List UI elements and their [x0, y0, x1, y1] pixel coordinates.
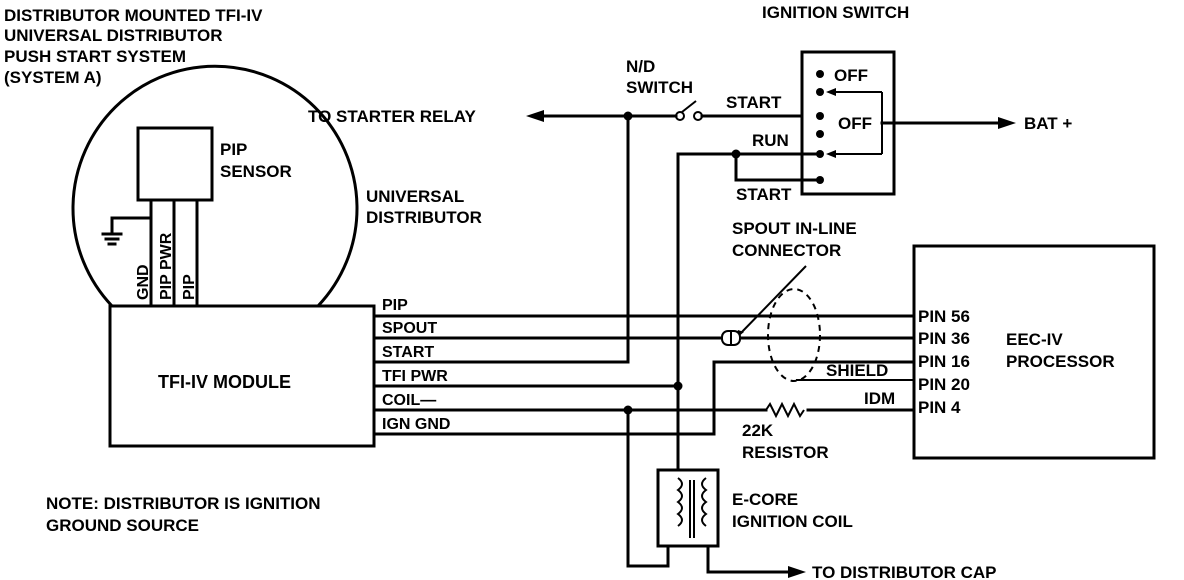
title-line-2: UNIVERSAL DISTRIBUTOR — [4, 26, 223, 45]
module-pin-ign-gnd: IGN GND — [382, 416, 450, 433]
bat-label: BAT + — [1024, 114, 1072, 133]
title-line-3: PUSH START SYSTEM — [4, 47, 186, 66]
switch-start-label-2: START — [736, 185, 792, 204]
gnd-wire-label: GND — [135, 264, 152, 300]
module-pin-pip: PIP — [382, 297, 408, 314]
spout-connector-label-1: SPOUT IN-LINE — [732, 219, 857, 238]
resistor-label-2: RESISTOR — [742, 443, 829, 462]
processor-pin-20: PIN 20 — [918, 375, 970, 394]
note-line-1: NOTE: DISTRIBUTOR IS IGNITION — [46, 494, 321, 513]
coil-winding-icon — [676, 477, 708, 538]
switch-start-label: START — [726, 93, 782, 112]
switch-position-off-2: OFF — [838, 114, 872, 133]
ignition-switch-title: IGNITION SWITCH — [762, 3, 909, 22]
processor-pin-16: PIN 16 — [918, 352, 970, 371]
nd-switch-contact-icon — [675, 100, 703, 121]
title-line-4: (SYSTEM A) — [4, 68, 102, 87]
pip-sensor-label-2: SENSOR — [220, 162, 292, 181]
note-line-2: GROUND SOURCE — [46, 516, 199, 535]
processor-pin-36: PIN 36 — [918, 329, 970, 348]
nd-switch-label-2: SWITCH — [626, 78, 693, 97]
junction-dot — [623, 405, 633, 415]
processor-label-1: EEC-IV — [1006, 330, 1063, 349]
module-pin-coil: COIL— — [382, 392, 436, 409]
run-start-jumper — [734, 152, 820, 182]
processor-pin-4: PIN 4 — [918, 398, 961, 417]
eec-iv-processor-box — [912, 244, 1156, 460]
switch-internal-wiring — [826, 88, 883, 158]
junction-dot — [623, 111, 633, 121]
switch-contact-dot — [816, 88, 824, 96]
module-pin-start: START — [382, 344, 434, 361]
module-pin-tfi-pwr: TFI PWR — [382, 368, 448, 385]
starter-relay-arrow-icon — [526, 110, 544, 122]
spout-connector-label-2: CONNECTOR — [732, 241, 841, 260]
switch-contact-dot — [816, 70, 824, 78]
resistor-zigzag-icon — [765, 401, 805, 419]
pip-sensor-label-1: PIP — [220, 140, 247, 159]
processor-label-2: PROCESSOR — [1006, 352, 1115, 371]
tfi-iv-module-box — [108, 304, 376, 448]
switch-contact-dot — [816, 112, 824, 120]
starter-relay-label: TO STARTER RELAY — [308, 107, 476, 126]
shield-label: SHIELD — [826, 361, 888, 380]
idm-label: IDM — [864, 389, 895, 408]
switch-run-label: RUN — [752, 131, 789, 150]
distributor-label-1: UNIVERSAL — [366, 187, 464, 206]
spout-connector-leader — [737, 265, 807, 337]
title-line-1: DISTRIBUTOR MOUNTED TFI-IV — [4, 6, 263, 25]
junction-dot — [673, 381, 683, 391]
pip-wire-label: PIP — [181, 274, 198, 300]
coil-label-2: IGNITION COIL — [732, 512, 853, 531]
distributor-outline — [71, 64, 359, 309]
ignition-coil-box — [656, 468, 720, 548]
switch-contact-dot — [816, 130, 824, 138]
ground-icon — [101, 216, 123, 246]
resistor-label-1: 22K — [742, 421, 774, 440]
pip-sensor-box — [136, 126, 214, 202]
switch-position-off-1: OFF — [834, 66, 868, 85]
distributor-cap-arrow-icon — [788, 566, 806, 578]
distributor-label-2: DISTRIBUTOR — [366, 208, 482, 227]
shield-oval — [767, 288, 821, 382]
bat-arrow-icon — [998, 117, 1016, 129]
tfi-iv-module-label: TFI-IV MODULE — [158, 372, 291, 392]
switch-contact-dot — [816, 176, 824, 184]
distributor-cap-label: TO DISTRIBUTOR CAP — [812, 563, 997, 580]
switch-contact-dot — [816, 150, 824, 158]
coil-label-1: E-CORE — [732, 490, 798, 509]
processor-pin-56: PIN 56 — [918, 307, 970, 326]
module-pin-spout: SPOUT — [382, 320, 437, 337]
nd-switch-label-1: N/D — [626, 57, 655, 76]
pip-pwr-wire-label: PIP PWR — [158, 232, 175, 300]
